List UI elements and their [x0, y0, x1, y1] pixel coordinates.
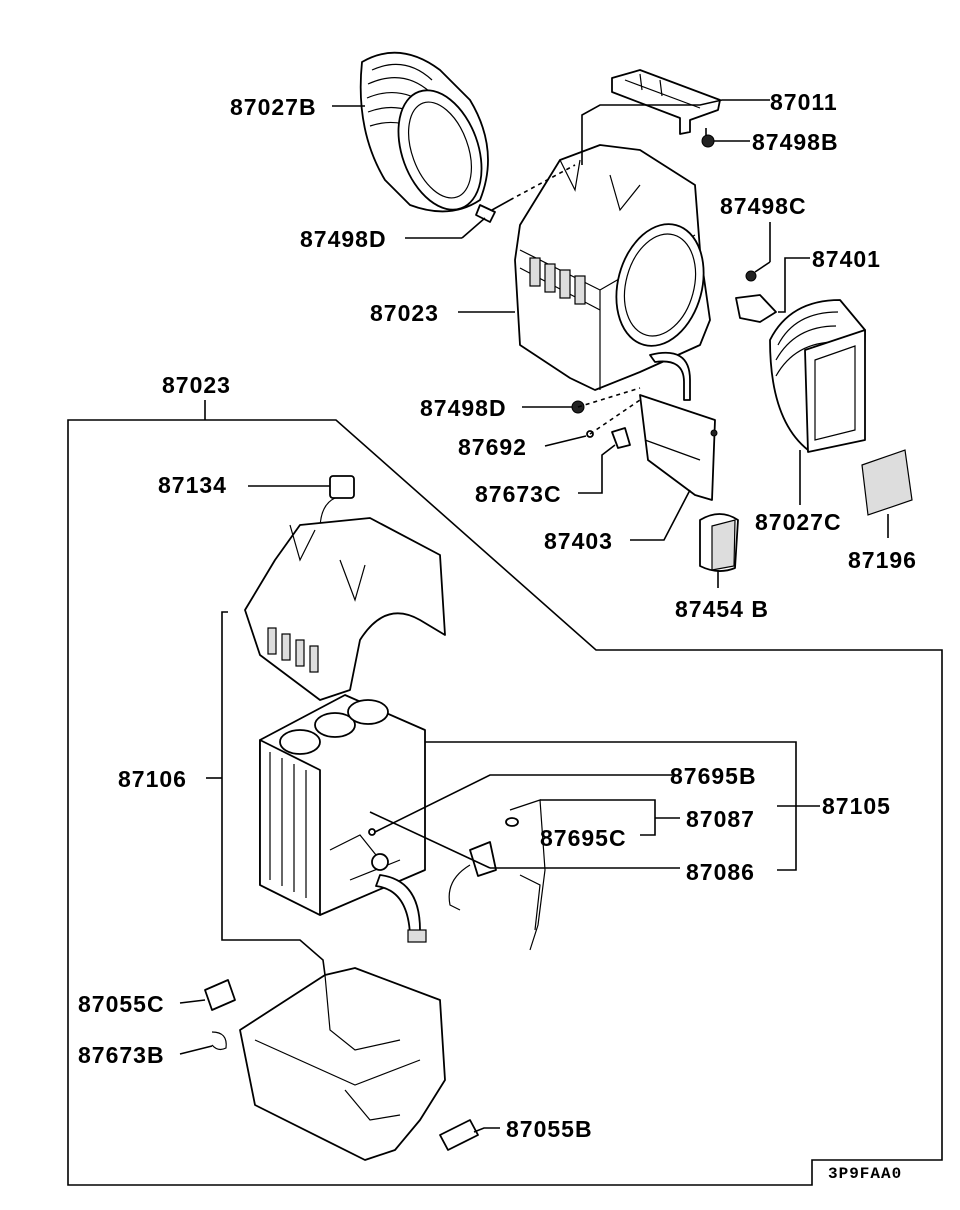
label-87055C: 87055C — [78, 991, 165, 1017]
clip-87055C — [204, 979, 236, 1011]
label-87673B: 87673B — [78, 1042, 165, 1068]
label-87134: 87134 — [158, 472, 227, 498]
bracket-87401 — [735, 270, 777, 323]
label-87454B: 87454 B — [675, 596, 769, 622]
label-87403: 87403 — [544, 528, 613, 554]
label-87105: 87105 — [822, 793, 891, 819]
label-87498D-mid: 87498D — [420, 395, 507, 421]
pipe-87087 — [509, 799, 546, 951]
filter-87196 — [861, 449, 913, 516]
clip-87055B — [439, 1119, 479, 1151]
label-87011: 87011 — [770, 89, 838, 115]
label-87498D-top: 87498D — [300, 226, 387, 252]
label-87692: 87692 — [458, 434, 527, 460]
label-87087: 87087 — [686, 806, 755, 832]
bracket-87011 — [611, 69, 721, 135]
upper-case — [244, 517, 446, 701]
evaporator-87105 — [259, 694, 427, 943]
o-ring-87695C — [505, 817, 519, 827]
label-87086: 87086 — [686, 859, 755, 885]
label-87106: 87106 — [118, 766, 187, 792]
label-87023-top: 87023 — [370, 300, 439, 326]
label-87673C: 87673C — [475, 481, 562, 507]
label-87023-box: 87023 — [162, 372, 231, 398]
clip-87673B — [211, 1031, 227, 1051]
label-87055B: 87055B — [506, 1116, 593, 1142]
clip-87673C — [611, 427, 631, 449]
label-87695B: 87695B — [670, 763, 757, 789]
bolt-87498B — [701, 128, 715, 148]
label-87401: 87401 — [812, 246, 881, 272]
label-87695C: 87695C — [540, 825, 627, 851]
duct-87027B — [359, 51, 489, 213]
duct-87027C — [769, 299, 866, 453]
housing-87023-top — [514, 144, 711, 401]
part-labels: 87027B 87011 87498B 87498D 87498C 87401 … — [78, 89, 917, 1142]
seal-87454B — [699, 513, 739, 572]
label-87498B: 87498B — [752, 129, 839, 155]
label-87027C: 87027C — [755, 509, 842, 535]
label-87027B: 87027B — [230, 94, 317, 120]
leader-lines — [179, 99, 889, 1133]
label-87196: 87196 — [848, 547, 917, 573]
duct-87403 — [639, 394, 718, 501]
diagram-code: 3P9FAA0 — [828, 1165, 902, 1183]
o-ring-87695B — [368, 828, 376, 836]
assembly-frame — [67, 419, 943, 1186]
label-87498C: 87498C — [720, 193, 807, 219]
bolt-87498D-top — [475, 199, 511, 223]
lower-case — [239, 967, 446, 1161]
